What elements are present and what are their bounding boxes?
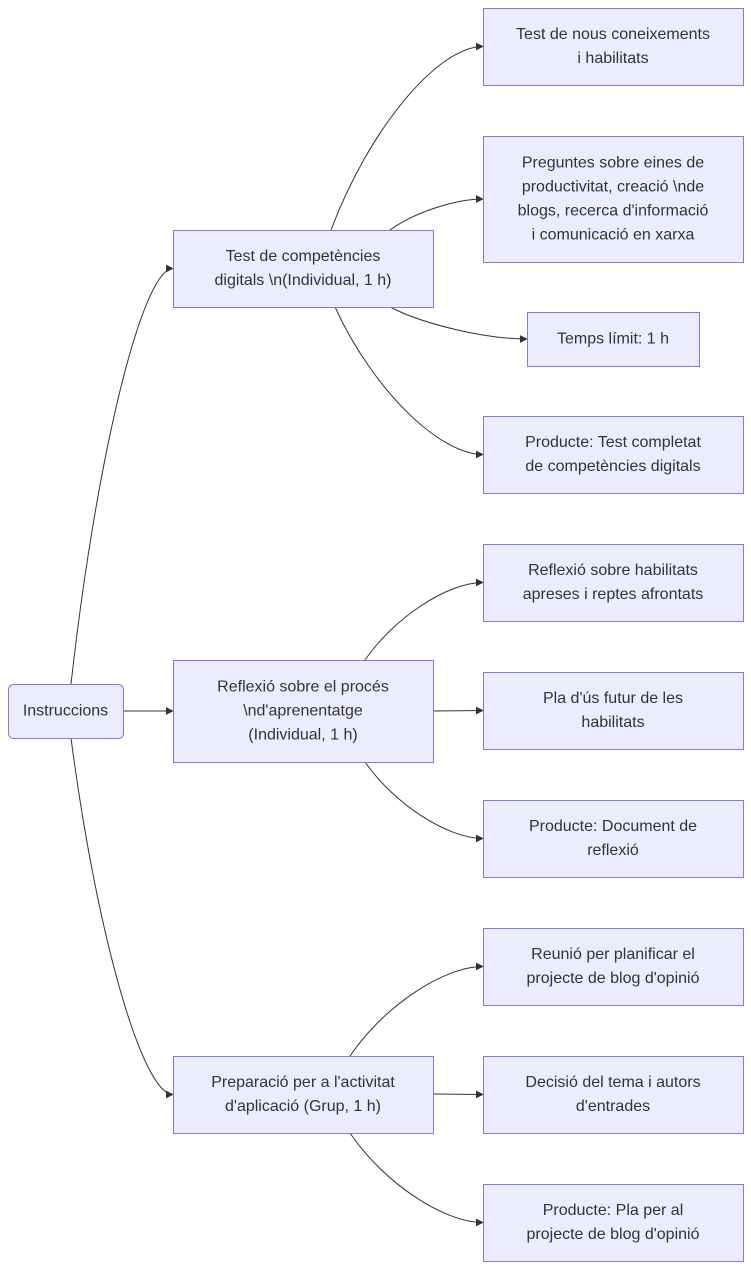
- child-node-1-2-label-line: blogs, recerca d'informació: [518, 203, 709, 220]
- branch-node-3-label-line: Preparació per a l'activitat: [211, 1074, 395, 1091]
- child-node-3-1-label-line: Reunió per planificar el: [531, 946, 695, 963]
- child-node-2-3-label-line: reflexió: [587, 842, 639, 859]
- child-node-2-3-label-line: Producte: Document de: [529, 818, 697, 835]
- child-node-2-2-box: [483, 672, 744, 750]
- edge-branch-3-to-child-3: [349, 1132, 484, 1227]
- child-node-1-4-label-line: Producte: Test completat: [525, 434, 701, 451]
- nodes: Instruccions Test de competències digitals…: [8, 8, 744, 1262]
- child-node-2-2-label-line: habilitats: [581, 714, 644, 731]
- child-node-1-3: Temps límit: 1 h: [527, 312, 700, 367]
- child-node-2-1-label-line: Reflexió sobre habilitats: [528, 562, 698, 579]
- child-node-1-4-box: [483, 416, 744, 494]
- child-node-3-3: Producte: Pla per al projecte de blog d'o…: [483, 1184, 744, 1262]
- child-node-1-2: Preguntes sobre eines de productivitat, c…: [483, 136, 744, 263]
- branch-node-3-box: [173, 1056, 434, 1134]
- child-node-3-1: Reunió per planificar el projecte de blog…: [483, 928, 744, 1006]
- child-node-3-1-box: [483, 928, 744, 1006]
- edge-branch-2-to-child-1: [364, 578, 484, 661]
- edge-branch-3-to-child-1: [349, 962, 484, 1057]
- child-node-1-4: Producte: Test completat de competències …: [483, 416, 744, 494]
- child-node-2-1-box: [483, 544, 744, 622]
- branch-node-2-label-line: Reflexió sobre el procés: [217, 679, 389, 696]
- child-node-1-4-label-line: de competències digitals: [525, 458, 700, 475]
- child-node-1-2-label-line: productivitat, creació \nde: [522, 179, 704, 196]
- edge-root-to-branch-1: [70, 264, 174, 685]
- root-node-instruccions: Instruccions: [8, 684, 124, 739]
- child-node-3-2-label-line: d'entrades: [576, 1098, 650, 1115]
- child-node-3-3-label-line: projecte de blog d'opinió: [527, 1226, 700, 1243]
- branch-node-1-box: [173, 230, 434, 308]
- branch-node-2: Reflexió sobre el procés \nd'aprenentatge…: [173, 660, 434, 763]
- edge-branch-2-to-child-3: [364, 761, 484, 843]
- child-node-1-1-label-line: i habilitats: [577, 50, 648, 67]
- branch-node-1: Test de competències digitals \n(Individu…: [173, 230, 434, 308]
- child-node-2-3-box: [483, 800, 744, 878]
- child-node-2-1-label-line: apreses i reptes afrontats: [523, 586, 704, 603]
- child-node-2-2-label-line: Pla d'ús futur de les: [543, 690, 683, 707]
- branch-node-2-label-line: (Individual, 1 h): [248, 727, 357, 744]
- edge-branch-1-to-child-2: [389, 195, 484, 231]
- branch-node-2-box: [173, 660, 434, 763]
- edge-branch-1-to-child-4: [334, 306, 484, 459]
- root-node-instruccions-label-line: Instruccions: [23, 703, 108, 720]
- branch-node-3: Preparació per a l'activitat d'aplicació …: [173, 1056, 434, 1134]
- child-node-3-3-label-line: Producte: Pla per al: [543, 1202, 684, 1219]
- edge-branch-3-to-child-2: [432, 1090, 484, 1099]
- branch-node-3-label-line: d'aplicació (Grup, 1 h): [225, 1098, 381, 1115]
- root-node-instruccions-box: [8, 684, 124, 739]
- child-node-1-1-box: [483, 8, 744, 86]
- edge-root-to-branch-3: [70, 737, 174, 1099]
- child-node-3-2-box: [483, 1056, 744, 1134]
- child-node-1-2-label-line: i comunicació en xarxa: [532, 227, 695, 244]
- edges: [70, 42, 528, 1227]
- branch-node-2-label-line: \nd'aprenentatge: [243, 703, 363, 720]
- child-node-3-3-box: [483, 1184, 744, 1262]
- child-node-3-1-label-line: projecte de blog d'opinió: [527, 970, 700, 987]
- edge-branch-1-to-child-3: [389, 306, 528, 343]
- branch-node-1-label-line: digitals \n(Individual, 1 h): [215, 272, 392, 289]
- child-node-2-2: Pla d'ús futur de les habilitats: [483, 672, 744, 750]
- child-node-2-1: Reflexió sobre habilitats apreses i repte…: [483, 544, 744, 622]
- child-node-3-2: Decisió del tema i autors d'entrades: [483, 1056, 744, 1134]
- child-node-1-3-label-line: Temps límit: 1 h: [557, 331, 669, 348]
- child-node-1-1-label-line: Test de nous coneixements: [516, 26, 710, 43]
- child-node-1-2-box: [483, 136, 744, 263]
- child-node-2-3: Producte: Document de reflexió: [483, 800, 744, 878]
- child-node-1-2-label-line: Preguntes sobre eines de: [522, 155, 704, 172]
- edge-branch-1-to-child-1: [330, 42, 484, 231]
- edge-branch-2-to-child-2: [432, 706, 484, 715]
- child-node-3-2-label-line: Decisió del tema i autors: [525, 1074, 700, 1091]
- child-node-1-3-box: [527, 312, 700, 367]
- branch-node-1-label-line: Test de competències: [226, 248, 381, 265]
- child-node-1-1: Test de nous coneixements i habilitats: [483, 8, 744, 86]
